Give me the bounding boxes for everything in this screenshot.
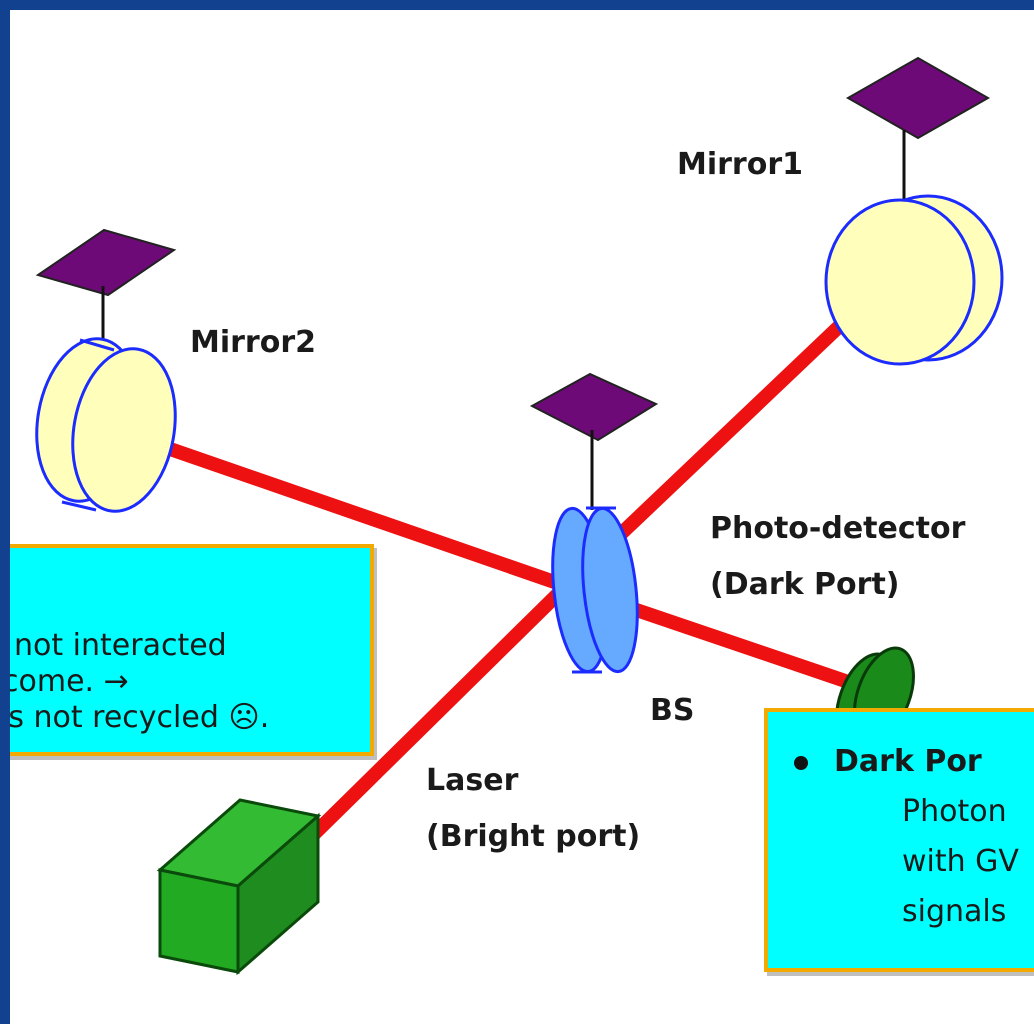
interferometer-diagram [35,56,1004,976]
mirror2-label: Mirror2 [190,325,317,360]
right-callout-title: Dark Por [834,744,982,779]
right-callout: Dark Por Photon with GV signals [764,708,1034,972]
laser-label: Laser [426,763,519,798]
beam-splitter [529,372,659,674]
left-callout-line-3: is not recycled ☹. [10,700,270,735]
photodetector-label: Photo-detector [710,511,966,546]
mirror1-suspension-plate [845,56,991,140]
dark-port-label: (Dark Port) [710,567,900,602]
mirror2 [35,228,177,513]
mirror1 [824,56,1004,366]
mirror1-label: Mirror1 [677,147,804,182]
beam-to-mirror2 [117,426,573,593]
right-callout-line-3: signals [902,894,1007,929]
left-callout-line-1: not interacted [14,628,227,663]
bullet-icon [794,756,808,770]
beam-from-laser [303,579,573,845]
laser [156,798,322,976]
bs-label: BS [650,693,695,728]
bright-port-label: (Bright port) [426,819,641,854]
left-callout-line-2: come. → [10,664,129,699]
right-callout-line-1: Photon [902,794,1007,829]
mirror2-suspension-plate [35,228,177,297]
left-callout: not interacted come. → is not recycled ☹… [10,544,374,756]
slide-canvas: Mirror1 Mirror2 Photo-detector (Dark Por… [10,10,1034,1024]
bs-suspension-plate [529,372,659,442]
right-callout-line-2: with GV [902,844,1019,879]
